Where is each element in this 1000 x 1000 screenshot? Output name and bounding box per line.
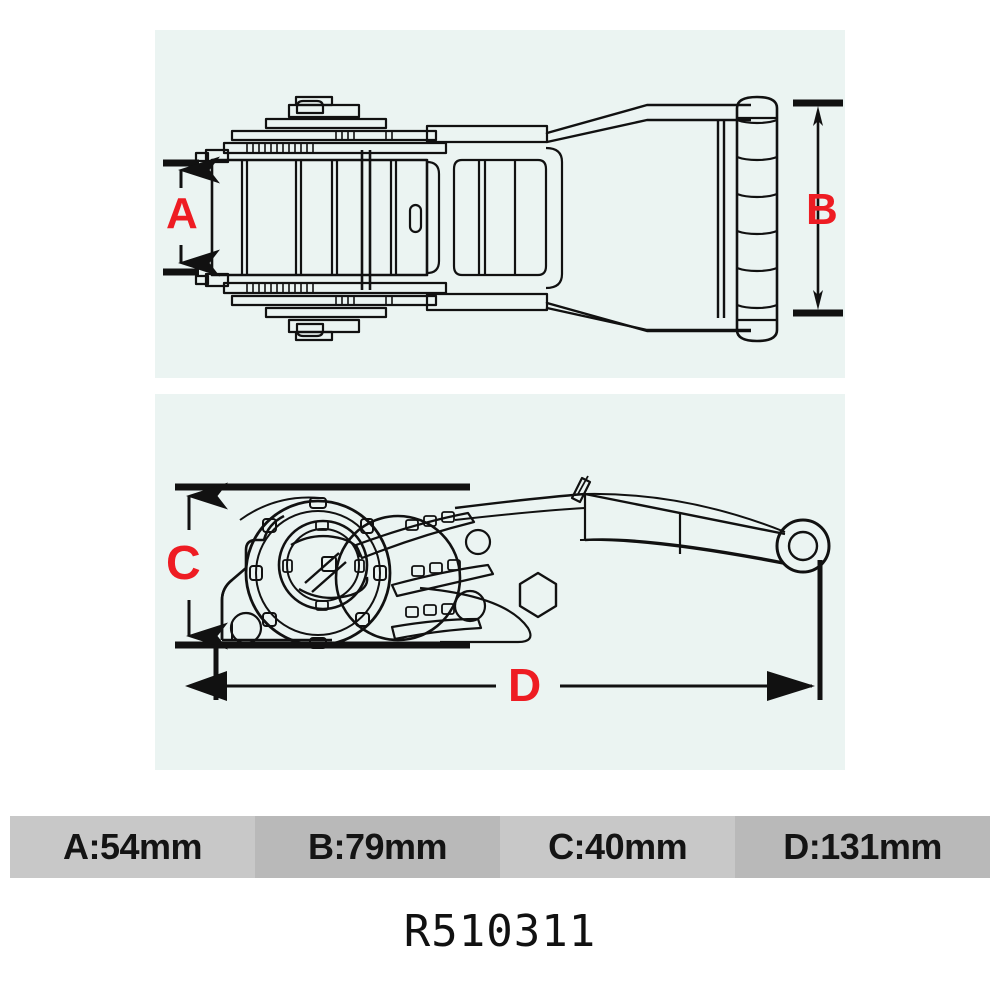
- dimension-c: [175, 482, 470, 650]
- top-view-panel: [155, 30, 845, 378]
- dimension-label-c: C: [166, 537, 201, 590]
- dimension-label-a: A: [166, 189, 198, 238]
- dimension-segment-d: D:131mm: [735, 816, 990, 878]
- dimension-segment-a: A:54mm: [10, 816, 255, 878]
- part-number: R510311: [403, 906, 597, 957]
- side-view-panel: [155, 394, 845, 770]
- dimension-summary-bar: A:54mm B:79mm C:40mm D:131mm: [10, 816, 990, 878]
- dimension-label-b: B: [806, 185, 838, 234]
- dimension-label-d: D: [508, 659, 542, 711]
- dimension-a: [163, 156, 220, 277]
- top-view-geometry: [194, 95, 779, 343]
- dimension-segment-c: C:40mm: [500, 816, 736, 878]
- side-view-geometry: [220, 475, 831, 649]
- dimension-d: [179, 560, 823, 701]
- dimension-b: [793, 99, 843, 317]
- dimension-segment-b: B:79mm: [255, 816, 500, 878]
